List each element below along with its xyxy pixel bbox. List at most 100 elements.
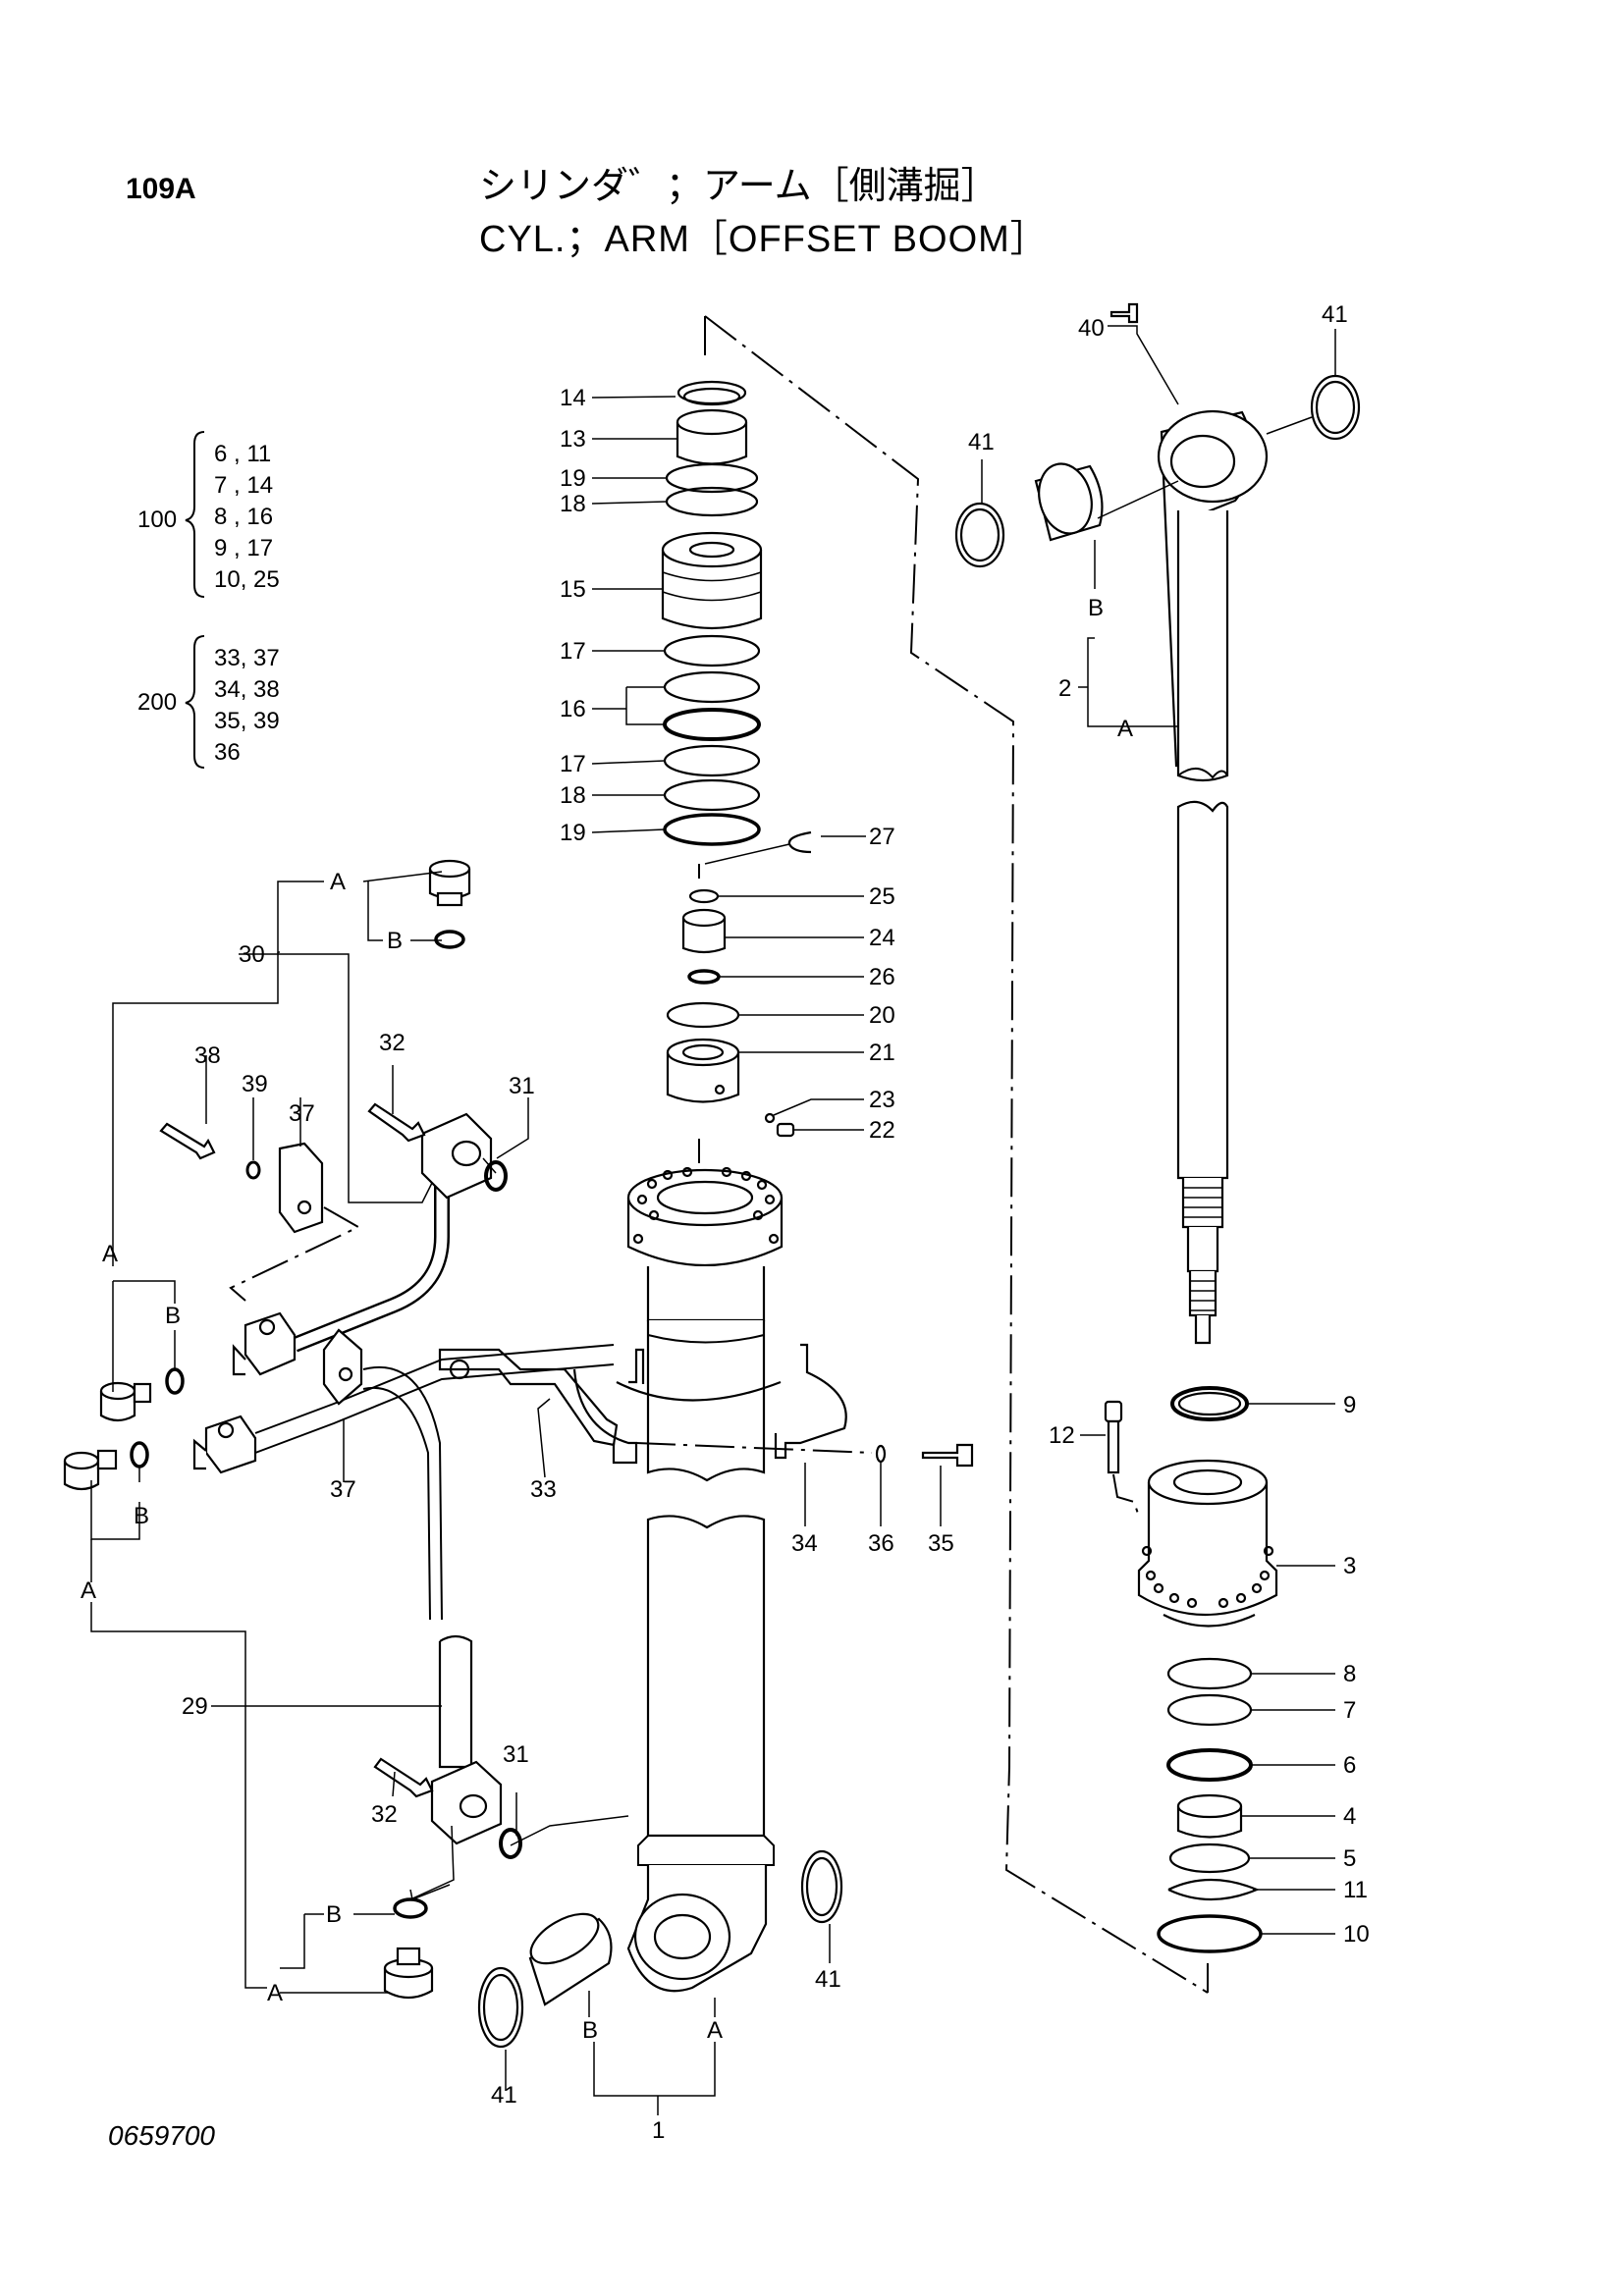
callout-12: 12: [1049, 1422, 1075, 1449]
page-title-english: CYL.；ARM［OFFSET BOOM］: [479, 219, 1049, 260]
seal-41-top-right-inner: [1315, 380, 1356, 435]
piston-15-bore: [688, 541, 735, 559]
pipe-29-left: [362, 1365, 443, 1621]
callout-18: 18: [560, 782, 586, 809]
callout-32: 32: [379, 1030, 406, 1056]
pipe-flange-bottom-port: [459, 1793, 488, 1819]
cylinder-head: [1104, 1386, 1278, 1953]
rod-upper: [1176, 510, 1229, 782]
callout-labels: 14 13 19 18 15 17 16 17 18 19 27 25 24 2…: [81, 301, 1370, 2144]
tube-neck: [646, 1266, 766, 1322]
seal-41-right: [800, 1849, 843, 1924]
fitting-upper-port: [258, 1318, 276, 1336]
outline-path: [704, 315, 1209, 1994]
piston-rod: [954, 302, 1361, 1345]
ring-19: [663, 813, 761, 846]
callout-41: 41: [968, 429, 995, 455]
sub-label-b: B: [326, 1901, 342, 1928]
kit-part-row: 33, 37: [214, 645, 280, 671]
callout-20: 20: [869, 1002, 895, 1029]
pipe-flange-bottom: [430, 1760, 503, 1845]
head-3-top: [1147, 1459, 1269, 1506]
tube-lower: [646, 1515, 766, 1838]
drawing-number: 0659700: [108, 2120, 216, 2151]
rod-bushing-end: [1038, 462, 1093, 535]
callout-21: 21: [869, 1040, 895, 1066]
callout-34: 34: [791, 1530, 818, 1557]
callout-10: 10: [1343, 1921, 1370, 1948]
callout-23: 23: [869, 1087, 895, 1113]
kit-part-row: 35, 39: [214, 708, 280, 734]
clamp-37a-hole: [297, 1200, 312, 1215]
ring-9-inner: [1177, 1391, 1242, 1416]
plug-upper-right: [428, 859, 471, 907]
callout-25: 25: [869, 883, 895, 910]
rod-eye: [1157, 409, 1269, 504]
callout-35: 35: [928, 1530, 954, 1557]
callout-13: 13: [560, 426, 586, 453]
seal-41-left: [477, 1966, 524, 2049]
seal-41-top-left-inner: [959, 507, 1001, 562]
callout-26: 26: [869, 964, 895, 990]
callout-38: 38: [194, 1042, 221, 1069]
callout-41: 41: [1322, 301, 1348, 328]
fitting-lower-port: [217, 1421, 235, 1439]
tube-flange-bore: [656, 1180, 754, 1215]
callout-11: 11: [1343, 1877, 1368, 1903]
callout-9: 9: [1343, 1392, 1356, 1418]
ring-18: [663, 778, 761, 812]
clamp-37b-hole: [338, 1366, 353, 1382]
head-3-bottom: [1163, 1614, 1256, 1628]
callout-37: 37: [289, 1100, 315, 1127]
kit-part-row: 10, 25: [214, 566, 280, 593]
clamp-37a: [278, 1142, 324, 1234]
pipe-29-lower: [438, 1634, 473, 1769]
kit-100-legend: 100 6 , 11 7 , 14 8 , 16 9 , 17 10, 25: [137, 431, 280, 598]
clamp-tab-33: [628, 1348, 645, 1384]
pipe-line-b: [254, 1363, 615, 1454]
kit-part-row: 7 , 14: [214, 472, 273, 499]
callout-6: 6: [1343, 1752, 1356, 1779]
kit-part-row: 34, 38: [214, 676, 280, 703]
tube-neck-line: [647, 1334, 765, 1344]
ring-5: [1168, 1842, 1251, 1874]
callout-31: 31: [509, 1073, 535, 1099]
tube-bracket-line: [616, 1380, 782, 1402]
callout-17: 17: [560, 751, 586, 777]
ring-16: [663, 670, 761, 704]
pipe-29-right: [362, 1386, 431, 1621]
bolt-38: [159, 1122, 216, 1160]
callout-29: 29: [182, 1693, 208, 1720]
oring-bottom: [393, 1897, 428, 1919]
ring-8: [1166, 1657, 1253, 1690]
callout-19: 19: [560, 820, 586, 846]
callout-24: 24: [869, 925, 895, 951]
fitting-upper-nipple: [232, 1344, 246, 1376]
nut-21: [666, 1052, 740, 1103]
ring-16b: [663, 708, 761, 741]
piston-stack: [661, 380, 812, 1138]
rod-lower: [1176, 800, 1229, 1180]
kit-brace: [185, 431, 205, 598]
seal-41-top-left: [954, 502, 1005, 568]
pipe-flange-top: [420, 1112, 493, 1200]
tube-eye-bore: [653, 1913, 712, 1960]
sub-label-a: A: [81, 1577, 96, 1604]
sub-label-b: B: [387, 928, 403, 954]
callout-36: 36: [868, 1530, 894, 1557]
flange-bolt-holes: [632, 1166, 780, 1245]
screw-12-line: [1112, 1473, 1140, 1518]
callout-15: 15: [560, 576, 586, 603]
callout-33: 33: [530, 1476, 557, 1503]
rod-tip: [1194, 1315, 1212, 1345]
callout-2: 2: [1058, 675, 1071, 702]
kit-200-legend: 200 33, 37 34, 38 35, 39 36: [137, 635, 280, 769]
nut-21-top: [666, 1038, 740, 1067]
callout-5: 5: [1343, 1845, 1356, 1872]
ring-6: [1166, 1748, 1253, 1782]
callout-27: 27: [869, 824, 895, 850]
callout-17: 17: [560, 638, 586, 665]
kit-part-row: 9 , 17: [214, 535, 273, 561]
rod-thread-2: [1188, 1271, 1217, 1317]
screw-12-head: [1104, 1400, 1123, 1423]
